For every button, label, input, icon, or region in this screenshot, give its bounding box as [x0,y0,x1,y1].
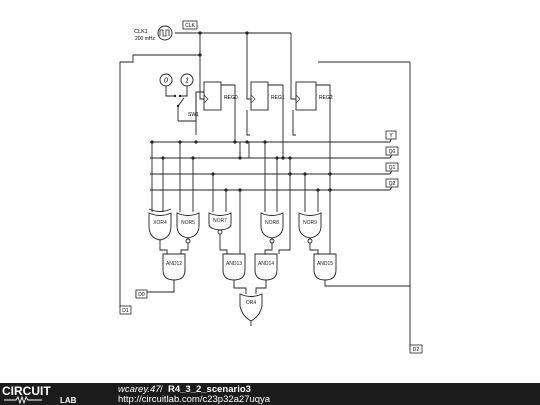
gate-and14[interactable]: AND14 [254,253,278,281]
output-d0: D0 [135,289,148,299]
gate-label: AND15 [317,261,333,267]
svg-text:Q0: Q0 [389,149,396,155]
register-reg1[interactable]: REG1 [250,81,285,111]
svg-text:D0: D0 [138,292,145,298]
switch-name: SW1 [188,112,199,118]
title-separator: / [160,384,163,395]
logo-bottom: LAB [60,396,77,404]
gate-label: NOR9 [303,220,317,226]
clock-source[interactable]: CLK1 200 mHz [134,25,173,42]
gate-label: AND13 [226,261,242,267]
logo-top: CIRCUIT [2,384,51,398]
gate-label: AND14 [258,261,274,267]
svg-text:D1: D1 [122,308,129,314]
bus-label-q1: Q1 [385,162,399,172]
svg-text:Q1: Q1 [389,165,396,171]
schematic-diagram: CLK1 200 mHz CLK 0 1 SW1 REG0 REG1 REG2 … [119,20,423,354]
bus-label-q0: Q0 [385,146,399,156]
gate-nor8[interactable]: NOR8 [260,212,284,244]
gate-label: AND12 [166,261,182,267]
bus-label-q2: Q2 [385,178,399,188]
bus-label-y: Y [385,130,397,140]
gate-or4[interactable]: OR4 [239,293,263,322]
gate-xor4[interactable]: XOR4 [148,208,172,241]
gate-nor5[interactable]: NOR5 [176,212,200,244]
author-name[interactable]: wcarey.47 [118,384,161,395]
gate-and15[interactable]: AND15 [313,253,337,281]
switch-option-1: 1 [185,78,189,85]
svg-text:CLK: CLK [185,23,195,29]
gate-and13[interactable]: AND13 [222,253,246,281]
switch-option-0: 0 [164,78,168,85]
gate-label: NOR5 [181,220,195,226]
register-reg2[interactable]: REG2 [295,81,333,111]
circuit-url[interactable]: http://circuitlab.com/c23p32a27uqya [118,394,271,405]
gate-nor9[interactable]: NOR9 [298,212,322,244]
register-label: REG2 [319,95,333,101]
footer-bar: CIRCUIT LAB wcarey.47 / R4_3_2_scenario3… [0,383,540,405]
svg-text:D2: D2 [413,347,420,353]
gate-label: NOR8 [265,220,279,226]
gate-label: OR4 [246,300,257,306]
circuitlab-logo[interactable]: CIRCUIT LAB [2,384,94,404]
clk-net-label: CLK [182,20,198,30]
gate-label: NOR7 [213,218,227,224]
clock-name: CLK1 [134,29,148,35]
output-d1: D1 [119,305,132,315]
register-reg0[interactable]: REG0 [203,81,238,111]
svg-text:Y: Y [389,133,393,139]
circuit-title[interactable]: R4_3_2_scenario3 [168,384,251,395]
register-label: REG0 [224,95,238,101]
junction-dots [150,31,332,192]
gate-nor7[interactable]: NOR7 [208,212,232,235]
resistor-icon [4,395,42,404]
clock-frequency: 200 mHz [135,36,156,42]
svg-text:Q2: Q2 [389,181,396,187]
register-label: REG1 [271,95,285,101]
switch-sw1[interactable]: 0 1 SW1 [159,73,199,118]
output-d2: D2 [409,344,423,354]
gate-and12[interactable]: AND12 [162,253,186,281]
gate-label: XOR4 [153,220,167,226]
schematic-canvas: CLK1 200 mHz CLK 0 1 SW1 REG0 REG1 REG2 … [119,20,423,354]
